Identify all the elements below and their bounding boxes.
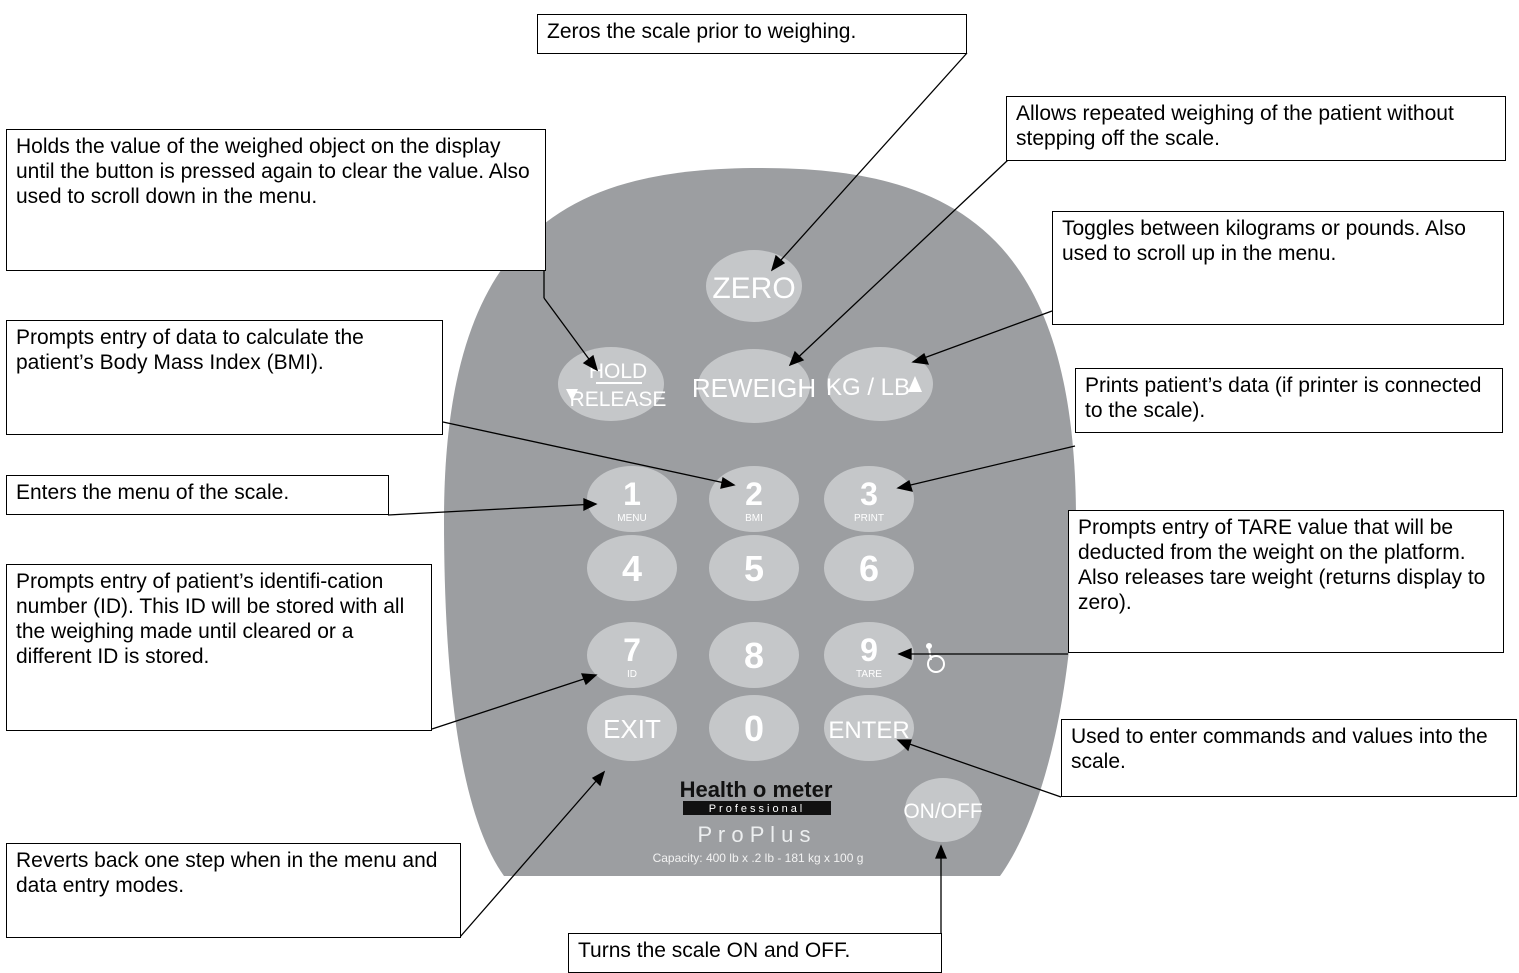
key-1-number: 1: [623, 476, 641, 512]
callout-bmi: Prompts entry of data to calculate the p…: [6, 320, 443, 435]
on-off-button[interactable]: ON/OFF: [903, 778, 983, 842]
kg-lb-button-label: KG / LB: [826, 374, 910, 401]
enter-button[interactable]: ENTER: [824, 695, 914, 761]
key-3-sublabel: PRINT: [854, 513, 884, 524]
key-9-number: 9: [860, 632, 878, 668]
leader-bmi: [442, 421, 735, 486]
zero-button-label: ZERO: [712, 272, 795, 305]
key-2-number: 2: [745, 476, 763, 512]
key-5-number: 5: [744, 548, 764, 589]
key-5-button[interactable]: 5: [709, 535, 799, 601]
on-off-button-label: ON/OFF: [903, 800, 982, 823]
callout-enter: Used to enter commands and values into t…: [1061, 719, 1517, 797]
exit-button[interactable]: EXIT: [587, 695, 677, 761]
callout-zero: Zeros the scale prior to weighing.: [537, 14, 967, 54]
professional-label: Professional: [709, 803, 806, 815]
professional-bar: [683, 801, 831, 815]
callout-reweigh: Allows repeated weighing of the patient …: [1006, 96, 1506, 161]
key-0-number: 0: [744, 708, 764, 749]
zero-button[interactable]: ZERO: [706, 250, 802, 322]
leader-reweigh: [789, 159, 1009, 366]
release-label: RELEASE: [570, 388, 667, 411]
key-4-button[interactable]: 4: [587, 535, 677, 601]
key-9-sublabel: TARE: [856, 669, 882, 680]
key-7-sublabel: ID: [627, 669, 637, 680]
key-0-button[interactable]: 0: [709, 695, 799, 761]
callout-tare: Prompts entry of TARE value that will be…: [1068, 510, 1504, 653]
leader-zero: [771, 52, 968, 271]
key-7-button[interactable]: 7ID: [587, 622, 677, 688]
capacity-label: Capacity: 400 lb x .2 lb - 181 kg x 100 …: [653, 851, 864, 865]
leader-exit: [459, 771, 605, 938]
callout-id: Prompts entry of patient’s identifi-cati…: [6, 564, 432, 731]
reweigh-button-label: REWEIGH: [692, 373, 816, 403]
leader-menu: [387, 503, 597, 516]
callout-menu: Enters the menu of the scale.: [6, 475, 389, 515]
key-7-number: 7: [623, 632, 641, 668]
key-8-button[interactable]: 8: [709, 622, 799, 688]
leader-enter: [897, 739, 1062, 798]
reweigh-button[interactable]: REWEIGH: [692, 349, 816, 423]
key-8-number: 8: [744, 635, 764, 676]
hold-label: HOLD: [589, 360, 647, 383]
brand-logo-text: Health o meter: [680, 777, 833, 802]
callout-print: Prints patient’s data (if printer is con…: [1075, 368, 1503, 433]
key-2-sublabel: BMI: [745, 513, 763, 524]
hold-release-button[interactable]: HOLD RELEASE: [558, 347, 666, 421]
callout-kg-lb: Toggles between kilograms or pounds. Als…: [1052, 211, 1504, 325]
callout-exit: Reverts back one step when in the menu a…: [6, 843, 461, 938]
kg-lb-button[interactable]: KG / LB: [826, 347, 933, 421]
scroll-down-arrow-icon: [566, 389, 578, 401]
key-3-number: 3: [860, 476, 878, 512]
enter-button-label: ENTER: [828, 717, 909, 744]
leader-print: [897, 445, 1076, 489]
leader-kglb: [912, 310, 1053, 363]
key-6-number: 6: [859, 548, 879, 589]
key-1-sublabel: MENU: [617, 513, 646, 524]
exit-button-label: EXIT: [603, 714, 661, 744]
leader-id: [431, 674, 597, 730]
callout-on-off: Turns the scale ON and OFF.: [568, 933, 942, 973]
model-name: P r o P l u s: [698, 822, 811, 847]
key-4-number: 4: [622, 548, 642, 589]
key-6-button[interactable]: 6: [824, 535, 914, 601]
callout-hold-release: Holds the value of the weighed object on…: [6, 129, 546, 271]
scroll-up-arrow-icon: [908, 376, 922, 392]
